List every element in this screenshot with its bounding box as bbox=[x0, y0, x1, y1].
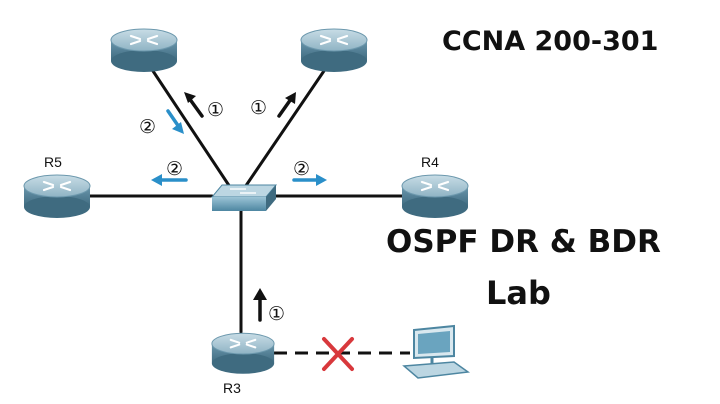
links bbox=[78, 63, 406, 334]
step-label-1-top-right: ① bbox=[250, 97, 267, 119]
arrow-up-icon bbox=[253, 288, 267, 322]
arrow-right-icon bbox=[292, 174, 327, 186]
arrow-left-icon bbox=[151, 174, 188, 186]
router-label-r3: R3 bbox=[223, 380, 241, 396]
topic-title: OSPF DR & BDR bbox=[386, 224, 661, 260]
pc-icon bbox=[402, 324, 471, 379]
router-r5-icon bbox=[22, 174, 92, 220]
arrow-up-right-icon bbox=[277, 92, 296, 118]
router-top-right-icon bbox=[299, 28, 369, 74]
link-top-right-router bbox=[241, 63, 330, 192]
exam-title: CCNA 200-301 bbox=[442, 26, 659, 57]
router-r4-icon bbox=[400, 174, 470, 220]
lab-title: Lab bbox=[486, 274, 551, 312]
step-label-2-top-left: ② bbox=[139, 116, 156, 138]
router-r3-icon bbox=[210, 332, 276, 375]
link-top-left-router bbox=[147, 63, 234, 192]
step-label-1-top-left: ① bbox=[207, 99, 224, 121]
step-label-2-right: ② bbox=[293, 158, 310, 180]
arrows-step1 bbox=[184, 92, 296, 322]
router-top-left-icon bbox=[109, 28, 179, 74]
step-label-2-left: ② bbox=[166, 158, 183, 180]
link-failure-x-icon bbox=[322, 337, 354, 371]
switch-icon bbox=[210, 184, 278, 211]
arrows-step2 bbox=[151, 109, 327, 186]
arrow-down-right-icon bbox=[166, 109, 184, 134]
router-label-r4: R4 bbox=[421, 154, 439, 170]
arrow-up-left-icon bbox=[184, 92, 204, 118]
step-label-1-r3: ① bbox=[268, 303, 285, 325]
router-label-r5: R5 bbox=[44, 154, 62, 170]
